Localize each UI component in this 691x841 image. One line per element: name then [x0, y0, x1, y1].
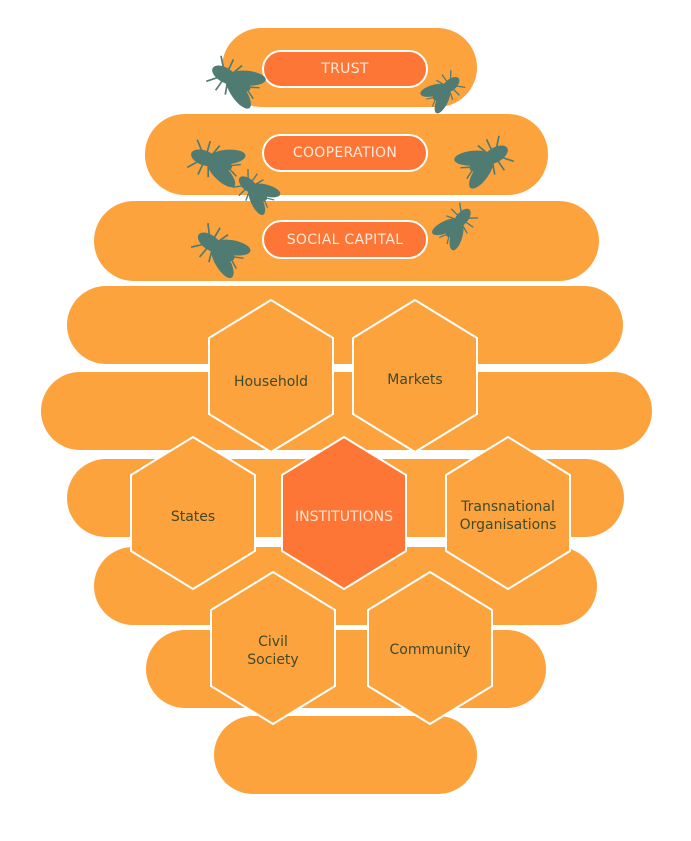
hex-states-label: States	[171, 509, 215, 525]
hex-transnational-line2: Organisations	[460, 517, 557, 533]
hive-band-5	[41, 372, 652, 450]
hex-markets-label: Markets	[387, 372, 442, 388]
bee-icon	[414, 64, 471, 120]
hex-states: States	[130, 436, 256, 590]
hex-markets: Markets	[352, 299, 478, 453]
hive-band-9	[214, 716, 477, 794]
bee-icon	[200, 47, 273, 117]
hex-transnational: Transnational Organisations	[445, 436, 571, 590]
hex-community: Community	[367, 571, 493, 725]
hex-institutions-label: INSTITUTIONS	[295, 509, 393, 525]
hex-household-label: Household	[234, 374, 308, 390]
hex-civil-line2: Society	[247, 652, 298, 668]
bee-icon	[226, 162, 287, 222]
hex-community-label: Community	[389, 642, 470, 658]
hex-civil-line1: Civil	[258, 634, 288, 650]
cooperation-label: COOPERATION	[262, 134, 428, 172]
hex-household: Household	[208, 299, 334, 453]
social-capital-label: SOCIAL CAPITAL	[262, 220, 428, 259]
hive-band-4	[67, 286, 623, 364]
hex-civil-society: Civil Society	[210, 571, 336, 725]
bee-icon	[447, 127, 520, 197]
hex-transnational-line1: Transnational	[460, 499, 555, 515]
bee-icon	[184, 214, 258, 286]
trust-label: TRUST	[262, 50, 428, 88]
bee-icon	[425, 196, 485, 257]
hex-institutions: INSTITUTIONS	[281, 436, 407, 590]
